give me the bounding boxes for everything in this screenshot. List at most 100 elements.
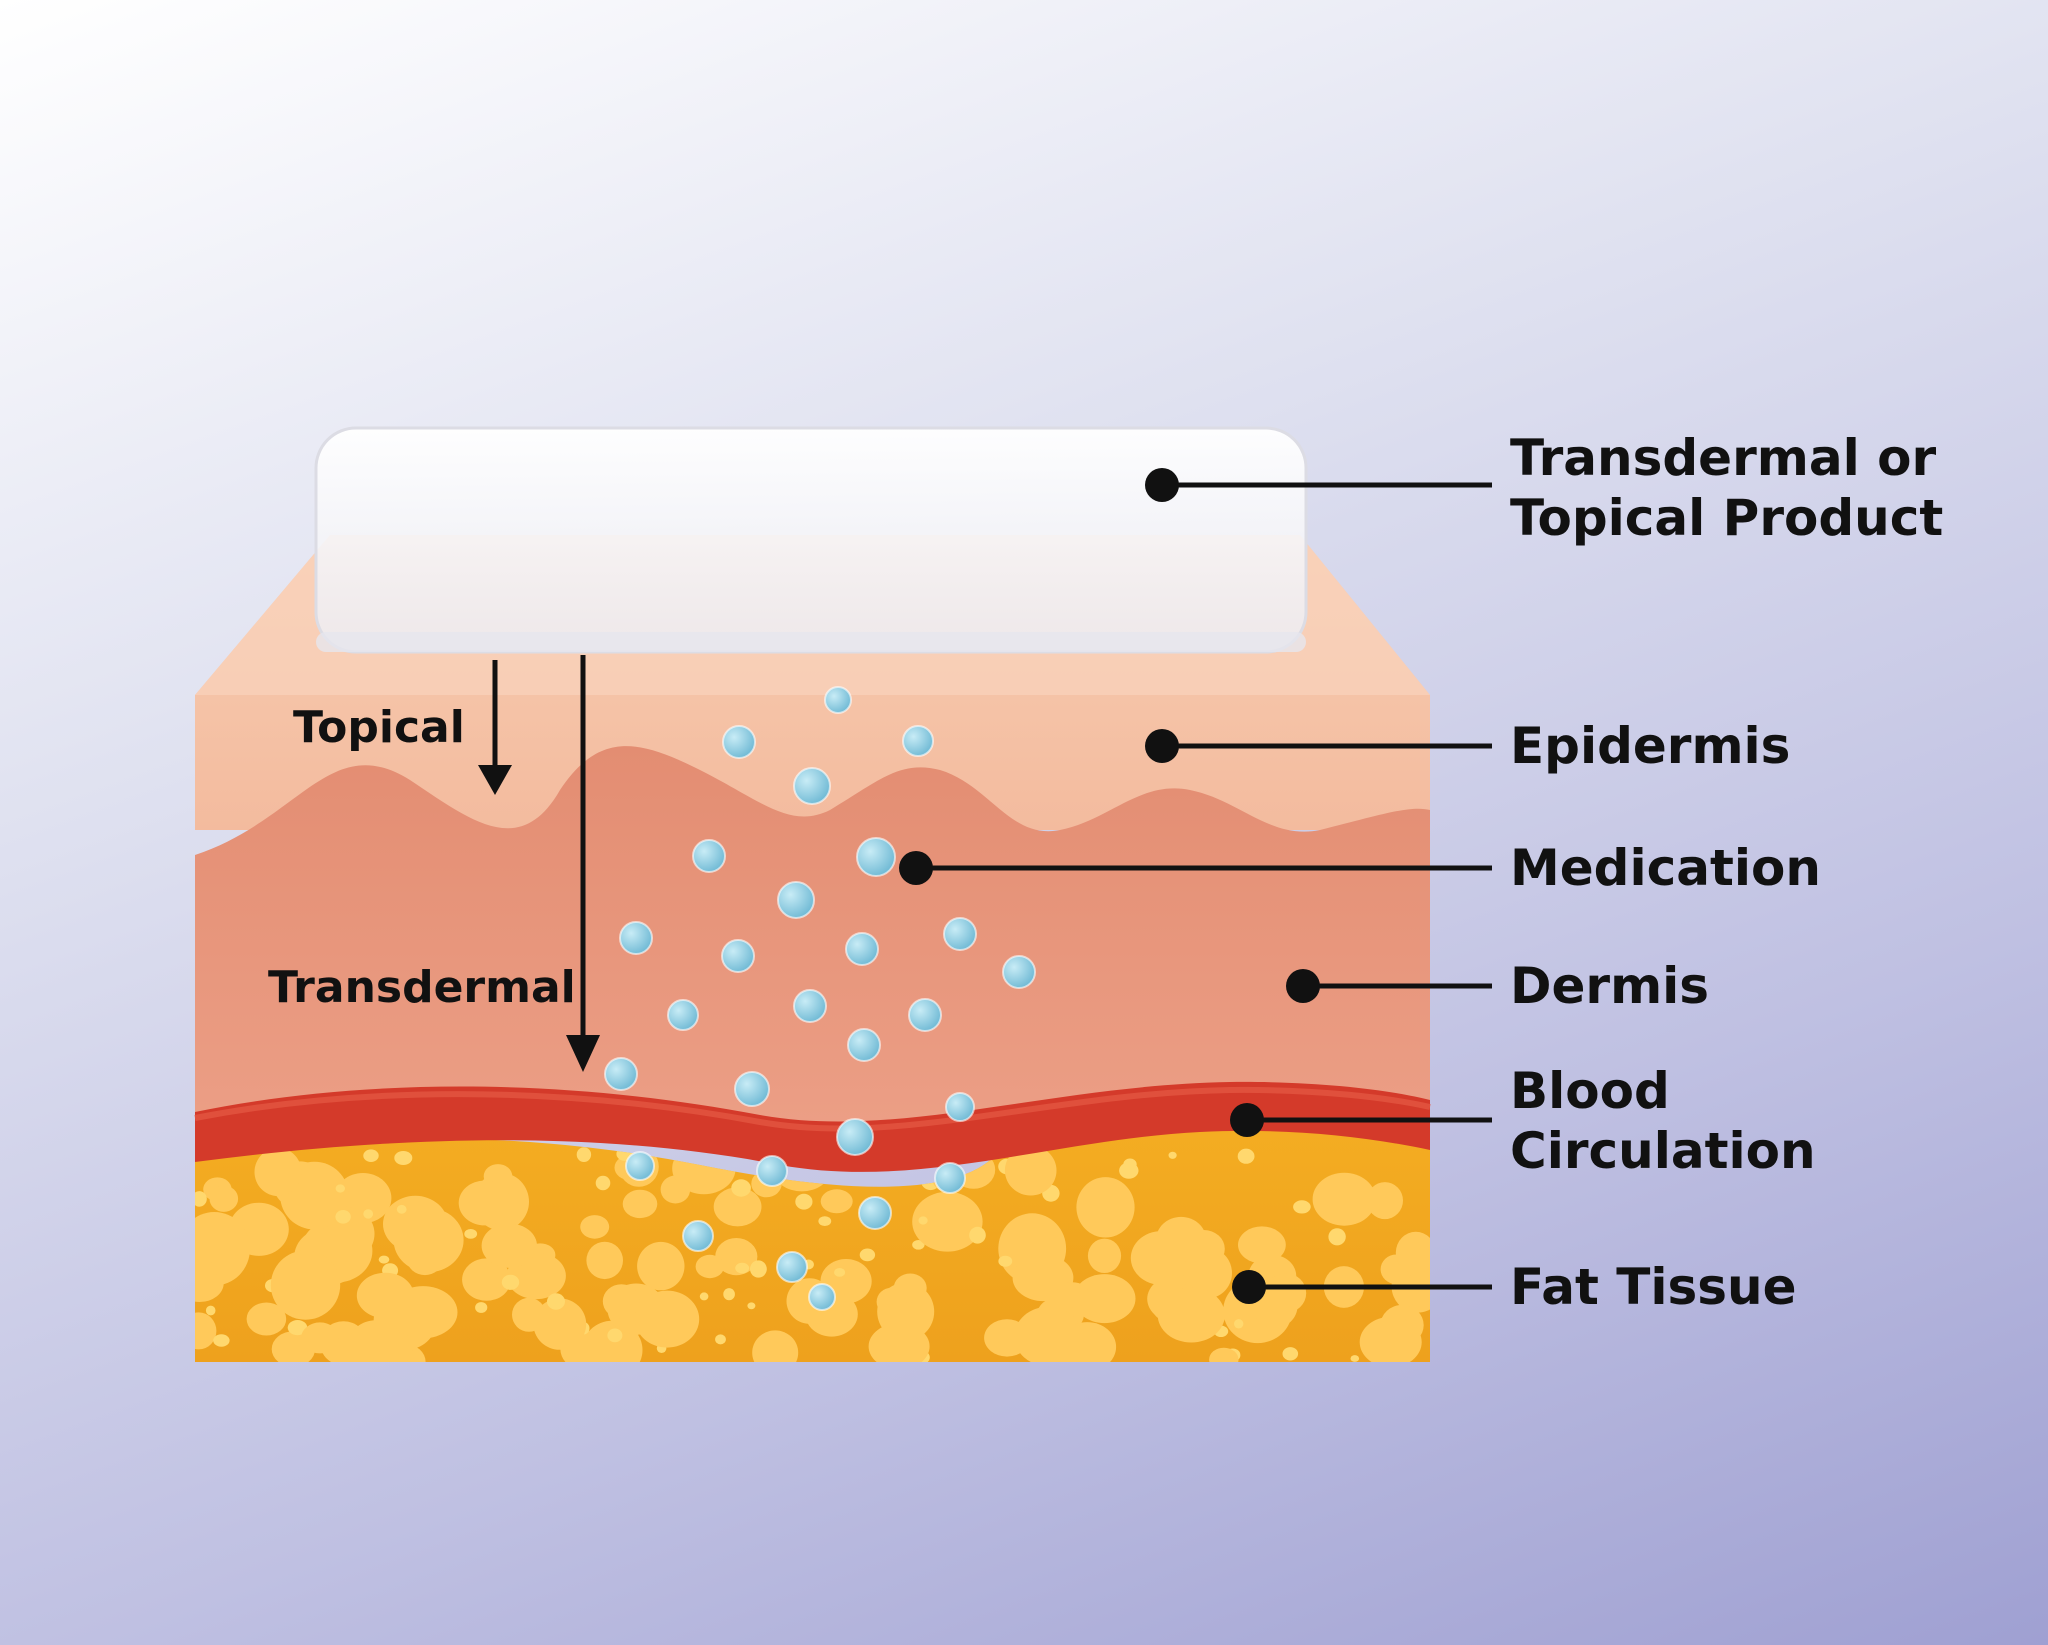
callout-blood: Blood Circulation — [1230, 1062, 1816, 1180]
medication-droplet — [902, 725, 934, 757]
fat-cell — [1168, 1151, 1177, 1159]
medication-droplet — [756, 1155, 788, 1187]
fat-cell — [1234, 1319, 1244, 1329]
fat-cell — [195, 1191, 207, 1207]
label-dermis: Dermis — [1510, 957, 1709, 1015]
medication-droplet — [808, 1283, 836, 1311]
medication-droplet — [619, 921, 653, 955]
fat-cell — [213, 1334, 230, 1347]
fat-cell — [547, 1293, 565, 1310]
fat-cell — [820, 1189, 853, 1214]
fat-cell — [287, 1320, 308, 1336]
fat-cell — [394, 1151, 413, 1165]
fat-cell — [347, 1320, 404, 1362]
dermis-layer — [195, 746, 1430, 1140]
medication-droplet — [945, 1092, 975, 1122]
label-fat-tissue: Fat Tissue — [1510, 1258, 1797, 1316]
fat-cell — [1087, 1238, 1122, 1274]
medication-droplet — [793, 989, 827, 1023]
blood-vessel-highlight — [194, 1086, 1431, 1132]
label-blood-line1: Blood — [1510, 1062, 1670, 1120]
fat-cell — [1119, 1162, 1139, 1179]
fat-cell — [576, 1147, 592, 1162]
fat-cell — [595, 1175, 611, 1191]
fat-cell — [462, 1258, 511, 1301]
fat-cell — [378, 1255, 390, 1264]
label-epidermis: Epidermis — [1510, 717, 1790, 775]
medication-droplet — [682, 1220, 714, 1252]
fat-cell — [475, 1302, 488, 1313]
fat-cell — [1312, 1172, 1376, 1226]
fat-cell — [1328, 1228, 1346, 1246]
fat-cell — [834, 1268, 846, 1277]
medication-droplet — [721, 939, 755, 973]
callout-epidermis: Epidermis — [1145, 717, 1790, 775]
label-product-line1: Transdermal or — [1510, 429, 1936, 487]
medication-droplet — [777, 881, 815, 919]
fat-cell — [1209, 1347, 1239, 1362]
fat-cell — [1282, 1347, 1299, 1361]
medication-droplet — [1002, 955, 1036, 989]
fat-cell — [731, 1179, 751, 1197]
fat-cell — [750, 1260, 767, 1278]
medication-droplet — [734, 1071, 770, 1107]
fat-cell — [1156, 1216, 1207, 1264]
fat-cell — [1395, 1231, 1430, 1274]
callout-medication: Medication — [899, 839, 1821, 897]
fat-cell — [1293, 1200, 1311, 1214]
fat-cell — [1004, 1145, 1057, 1196]
medication-droplet — [908, 998, 942, 1032]
medication-droplet — [858, 1196, 892, 1230]
fat-cell — [254, 1147, 302, 1197]
fat-cell — [1350, 1355, 1360, 1362]
fat-cell — [918, 1216, 928, 1225]
fat-cell — [581, 1320, 643, 1362]
medication-droplet — [692, 839, 726, 873]
medication-droplet — [845, 932, 879, 966]
fat-cell — [699, 1292, 709, 1301]
fat-cell — [818, 1216, 832, 1226]
fat-cell — [388, 1286, 458, 1339]
fat-cell — [464, 1229, 478, 1239]
fat-cell — [607, 1328, 623, 1343]
fat-cell — [1238, 1226, 1286, 1264]
fat-cell — [407, 1244, 443, 1276]
medication-droplet — [793, 767, 831, 805]
fat-cell — [458, 1180, 511, 1226]
medication-droplet — [824, 686, 852, 714]
fat-cell — [1157, 1287, 1225, 1343]
fat-cell — [580, 1215, 610, 1239]
callout-dermis: Dermis — [1286, 957, 1709, 1015]
fat-cell — [1183, 1247, 1232, 1299]
fat-cell — [1366, 1182, 1403, 1220]
fat-cell — [859, 1248, 876, 1262]
topical-arrow-label: Topical — [293, 702, 465, 753]
label-medication: Medication — [1510, 839, 1821, 897]
medication-droplet — [625, 1151, 655, 1181]
transdermal-patch — [314, 426, 1308, 654]
fat-cell — [713, 1187, 762, 1227]
fat-cell — [246, 1302, 287, 1336]
fat-cell — [637, 1241, 685, 1291]
fat-cell — [969, 1226, 986, 1244]
medication-droplet — [856, 837, 896, 877]
medication-droplet — [847, 1028, 881, 1062]
fat-cell — [984, 1319, 1030, 1357]
fat-cell — [335, 1210, 351, 1224]
fat-cell — [602, 1284, 641, 1319]
fat-cell — [205, 1305, 216, 1316]
fat-cell — [723, 1288, 735, 1301]
fat-cell — [695, 1254, 724, 1279]
fat-cell — [1076, 1177, 1135, 1238]
fat-cell — [715, 1334, 726, 1345]
fat-cell — [635, 1290, 700, 1348]
fat-cell — [795, 1193, 813, 1210]
fat-cell — [533, 1298, 587, 1350]
fat-cell — [335, 1184, 345, 1193]
medication-droplet — [604, 1057, 638, 1091]
medication-droplet — [934, 1162, 966, 1194]
fat-cell — [195, 1258, 217, 1290]
fat-cell — [1058, 1322, 1117, 1362]
transdermal-arrow — [566, 655, 600, 1072]
